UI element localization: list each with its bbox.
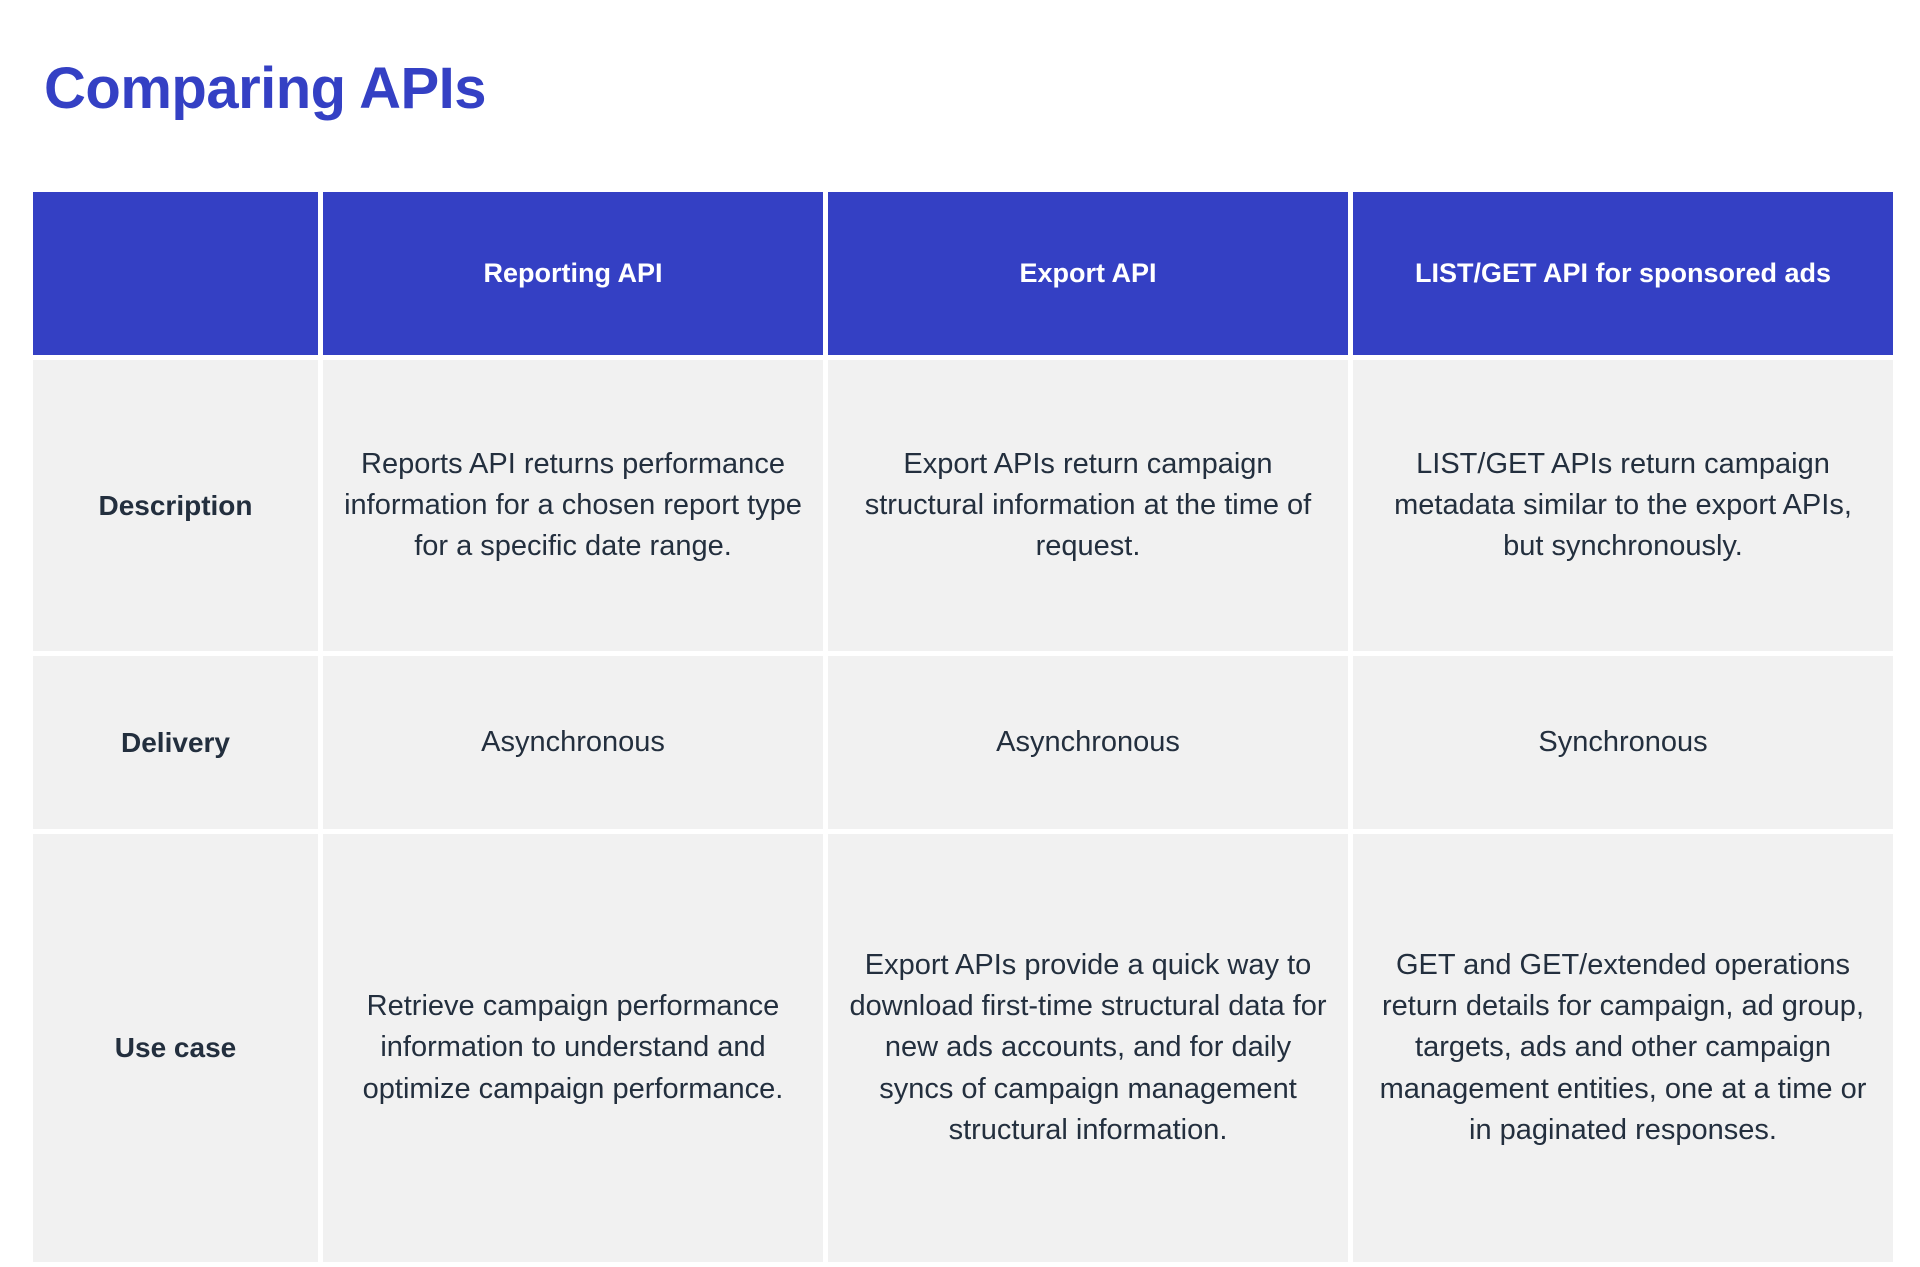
cell-description-listget-api: LIST/GET APIs return campaign metadata s…: [1353, 360, 1893, 651]
table-row-use-case: Use case Retrieve campaign performance i…: [33, 834, 1893, 1262]
comparison-table: Reporting API Export API LIST/GET API fo…: [28, 187, 1898, 1267]
table-header: Reporting API Export API LIST/GET API fo…: [33, 192, 1893, 355]
column-header-reporting-api: Reporting API: [323, 192, 823, 355]
row-label-description: Description: [33, 360, 318, 651]
row-label-delivery: Delivery: [33, 656, 318, 829]
comparison-table-container: Reporting API Export API LIST/GET API fo…: [33, 192, 1893, 1262]
cell-delivery-reporting-api: Asynchronous: [323, 656, 823, 829]
cell-use-case-listget-api: GET and GET/extended operations return d…: [1353, 834, 1893, 1262]
table-header-corner: [33, 192, 318, 355]
cell-use-case-reporting-api: Retrieve campaign performance informatio…: [323, 834, 823, 1262]
column-header-export-api: Export API: [828, 192, 1348, 355]
table-row-description: Description Reports API returns performa…: [33, 360, 1893, 651]
row-label-use-case: Use case: [33, 834, 318, 1262]
cell-use-case-export-api: Export APIs provide a quick way to downl…: [828, 834, 1348, 1262]
page-title: Comparing APIs: [44, 55, 487, 121]
cell-description-export-api: Export APIs return campaign structural i…: [828, 360, 1348, 651]
cell-description-reporting-api: Reports API returns performance informat…: [323, 360, 823, 651]
table-header-row: Reporting API Export API LIST/GET API fo…: [33, 192, 1893, 355]
cell-delivery-export-api: Asynchronous: [828, 656, 1348, 829]
column-header-listget-api: LIST/GET API for sponsored ads: [1353, 192, 1893, 355]
slide-canvas: Comparing APIs Reporting API Export API …: [33, 55, 1893, 1262]
cell-delivery-listget-api: Synchronous: [1353, 656, 1893, 829]
table-body: Description Reports API returns performa…: [33, 360, 1893, 1262]
table-row-delivery: Delivery Asynchronous Asynchronous Synch…: [33, 656, 1893, 829]
